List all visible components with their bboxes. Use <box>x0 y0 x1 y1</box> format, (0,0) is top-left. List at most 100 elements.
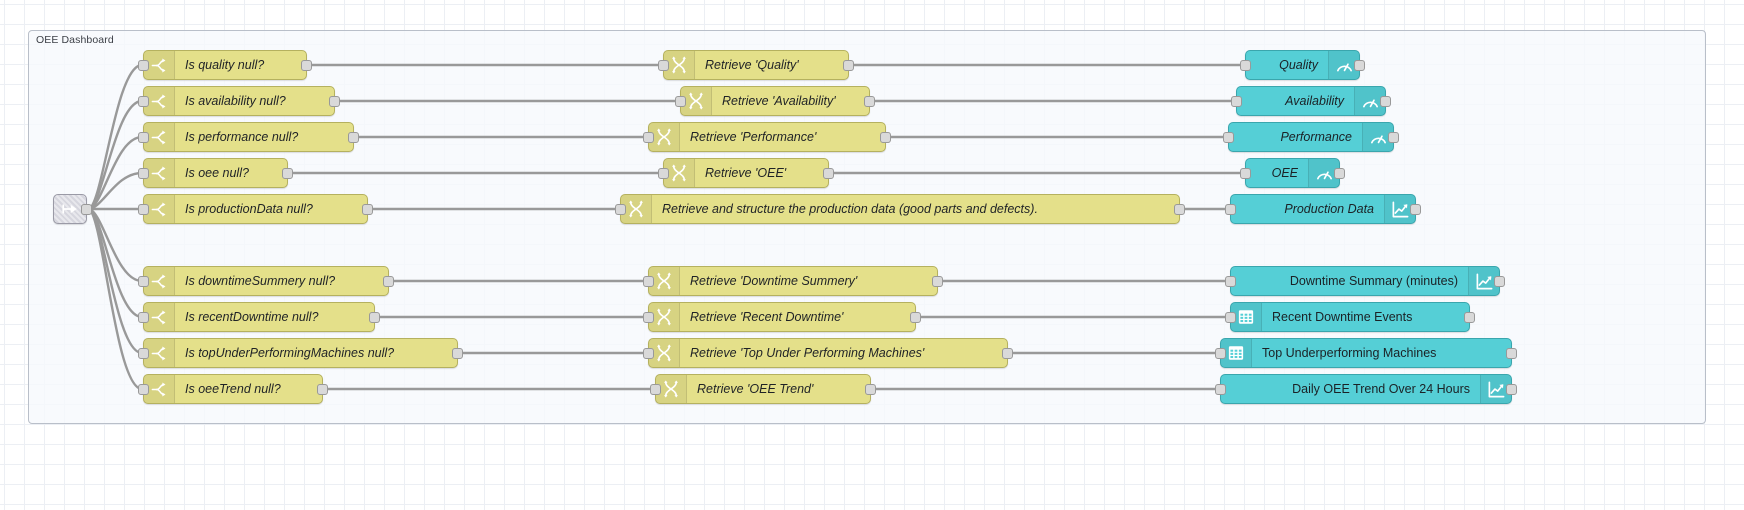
switch-node-oee-trend-input-port[interactable] <box>138 383 149 395</box>
function-node-production-data-output-port[interactable] <box>1174 203 1185 215</box>
function-node-quality-input-port[interactable] <box>658 59 669 71</box>
dashboard-node-performance-input-port[interactable] <box>1223 131 1234 143</box>
dashboard-node-oee-trend-input-port[interactable] <box>1215 383 1226 395</box>
function-node-production-data-input-port[interactable] <box>615 203 626 215</box>
dashboard-node-recent-downtime-output-port[interactable] <box>1464 311 1475 323</box>
dashboard-node-oee-trend-output-port[interactable] <box>1506 383 1517 395</box>
switch-node-top-underperforming[interactable]: Is topUnderPerformingMachines null? <box>138 338 463 368</box>
dashboard-node-top-underperforming-output-port[interactable] <box>1506 347 1517 359</box>
switch-node-production-data[interactable]: Is productionData null? <box>138 194 373 224</box>
function-node-quality[interactable]: Retrieve 'Quality' <box>658 50 854 80</box>
function-node-oee-trend-output-port[interactable] <box>865 383 876 395</box>
dashboard-node-downtime-summary[interactable]: Downtime Summary (minutes) <box>1225 266 1505 296</box>
dashboard-node-quality[interactable]: Quality <box>1240 50 1365 80</box>
dashboard-node-availability-output-port[interactable] <box>1380 95 1391 107</box>
switch-node-downtime-summary-output-port[interactable] <box>383 275 394 287</box>
function-node-quality-output-port[interactable] <box>843 59 854 71</box>
switch-node-performance-input-port[interactable] <box>138 131 149 143</box>
function-node-oee-trend-input-port[interactable] <box>650 383 661 395</box>
dashboard-node-performance-output-port[interactable] <box>1388 131 1399 143</box>
flow-group-label: OEE Dashboard <box>36 34 114 46</box>
switch-node-top-underperforming-output-port[interactable] <box>452 347 463 359</box>
switch-node-availability[interactable]: Is availability null? <box>138 86 340 116</box>
dashboard-node-quality-input-port[interactable] <box>1240 59 1251 71</box>
switch-node-oee-trend-label: Is oeeTrend null? <box>185 382 281 396</box>
switch-node-oee-label: Is oee null? <box>185 166 249 180</box>
function-node-performance-input-port[interactable] <box>643 131 654 143</box>
function-node-recent-downtime-output-port[interactable] <box>910 311 921 323</box>
dashboard-node-top-underperforming[interactable]: Top Underperforming Machines <box>1215 338 1517 368</box>
dashboard-node-production-data-input-port[interactable] <box>1225 203 1236 215</box>
dashboard-node-production-data-label: Production Data <box>1284 202 1374 216</box>
switch-node-performance-label: Is performance null? <box>185 130 299 144</box>
switch-node-availability-input-port[interactable] <box>138 95 149 107</box>
function-node-availability[interactable]: Retrieve 'Availability' <box>675 86 875 116</box>
function-shuffle-icon <box>656 375 687 403</box>
dashboard-node-quality-output-port[interactable] <box>1354 59 1365 71</box>
switch-node-recent-downtime-label: Is recentDowntime null? <box>185 310 319 324</box>
function-node-downtime-summary-input-port[interactable] <box>643 275 654 287</box>
switch-node-quality-output-port[interactable] <box>301 59 312 71</box>
switch-fork-icon <box>144 267 175 295</box>
switch-node-availability-label: Is availability null? <box>185 94 286 108</box>
table-grid-icon <box>1221 339 1252 367</box>
switch-node-production-data-output-port[interactable] <box>362 203 373 215</box>
switch-node-top-underperforming-input-port[interactable] <box>138 347 149 359</box>
function-node-oee-output-port[interactable] <box>823 167 834 179</box>
function-node-oee-trend[interactable]: Retrieve 'OEE Trend' <box>650 374 876 404</box>
switch-node-production-data-input-port[interactable] <box>138 203 149 215</box>
dashboard-node-downtime-summary-output-port[interactable] <box>1494 275 1505 287</box>
dashboard-node-oee-input-port[interactable] <box>1240 167 1251 179</box>
function-node-top-underperforming[interactable]: Retrieve 'Top Under Performing Machines' <box>643 338 1013 368</box>
dashboard-node-availability-label: Availability <box>1285 94 1344 108</box>
dashboard-node-production-data-output-port[interactable] <box>1410 203 1421 215</box>
dashboard-node-top-underperforming-input-port[interactable] <box>1215 347 1226 359</box>
function-node-downtime-summary-output-port[interactable] <box>932 275 943 287</box>
function-shuffle-icon <box>649 267 680 295</box>
switch-node-performance[interactable]: Is performance null? <box>138 122 359 152</box>
switch-node-downtime-summary-input-port[interactable] <box>138 275 149 287</box>
switch-fork-icon <box>144 51 175 79</box>
switch-node-oee-input-port[interactable] <box>138 167 149 179</box>
function-node-performance[interactable]: Retrieve 'Performance' <box>643 122 891 152</box>
switch-node-oee-trend-output-port[interactable] <box>317 383 328 395</box>
function-node-availability-input-port[interactable] <box>675 95 686 107</box>
dashboard-node-downtime-summary-input-port[interactable] <box>1225 275 1236 287</box>
function-node-performance-output-port[interactable] <box>880 131 891 143</box>
function-node-recent-downtime-input-port[interactable] <box>643 311 654 323</box>
switch-node-performance-output-port[interactable] <box>348 131 359 143</box>
dashboard-node-oee-trend[interactable]: Daily OEE Trend Over 24 Hours <box>1215 374 1517 404</box>
switch-node-recent-downtime[interactable]: Is recentDowntime null? <box>138 302 380 332</box>
dashboard-node-performance[interactable]: Performance <box>1223 122 1399 152</box>
link-in-node[interactable] <box>53 194 92 224</box>
switch-node-oee-trend[interactable]: Is oeeTrend null? <box>138 374 328 404</box>
function-node-downtime-summary[interactable]: Retrieve 'Downtime Summery' <box>643 266 943 296</box>
dashboard-node-production-data[interactable]: Production Data <box>1225 194 1421 224</box>
switch-node-oee-output-port[interactable] <box>282 167 293 179</box>
function-shuffle-icon <box>649 339 680 367</box>
function-node-availability-output-port[interactable] <box>864 95 875 107</box>
switch-node-recent-downtime-input-port[interactable] <box>138 311 149 323</box>
switch-node-quality[interactable]: Is quality null? <box>138 50 312 80</box>
switch-node-availability-output-port[interactable] <box>329 95 340 107</box>
dashboard-node-recent-downtime-input-port[interactable] <box>1225 311 1236 323</box>
dashboard-node-oee-output-port[interactable] <box>1334 167 1345 179</box>
switch-node-quality-input-port[interactable] <box>138 59 149 71</box>
function-node-oee-input-port[interactable] <box>658 167 669 179</box>
link-in-node-output-port[interactable] <box>81 203 92 215</box>
function-node-top-underperforming-output-port[interactable] <box>1002 347 1013 359</box>
dashboard-node-availability-input-port[interactable] <box>1231 95 1242 107</box>
dashboard-node-recent-downtime[interactable]: Recent Downtime Events <box>1225 302 1475 332</box>
switch-node-recent-downtime-output-port[interactable] <box>369 311 380 323</box>
function-node-oee[interactable]: Retrieve 'OEE' <box>658 158 834 188</box>
dashboard-node-availability[interactable]: Availability <box>1231 86 1391 116</box>
function-node-recent-downtime[interactable]: Retrieve 'Recent Downtime' <box>643 302 921 332</box>
line-chart-icon <box>1384 195 1415 223</box>
dashboard-node-oee[interactable]: OEE <box>1240 158 1345 188</box>
switch-node-downtime-summary[interactable]: Is downtimeSummery null? <box>138 266 394 296</box>
function-node-top-underperforming-input-port[interactable] <box>643 347 654 359</box>
switch-node-oee[interactable]: Is oee null? <box>138 158 293 188</box>
gauge-icon <box>1362 123 1393 151</box>
function-node-production-data[interactable]: Retrieve and structure the production da… <box>615 194 1185 224</box>
